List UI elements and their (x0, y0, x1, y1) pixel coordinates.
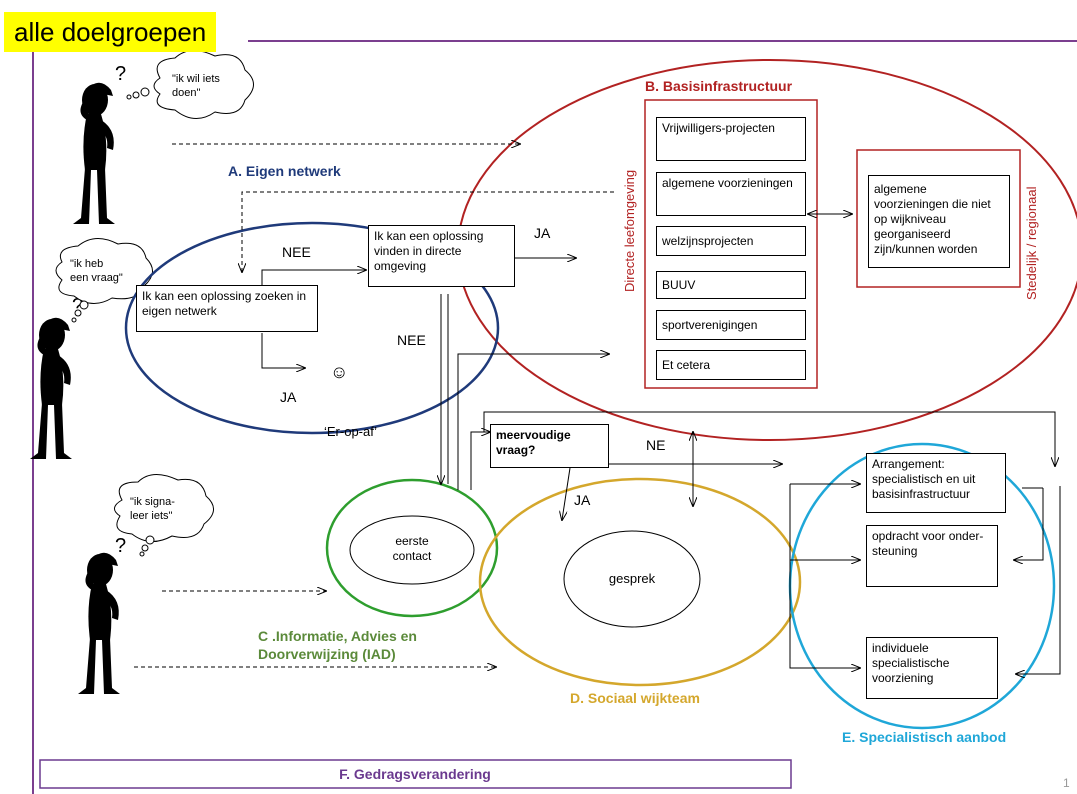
arrow-to-basis (457, 354, 609, 490)
arrow-loop-opdracht (1014, 488, 1044, 560)
page-title: alle doelgroepen (4, 12, 217, 52)
dashed-feedback-arrow (242, 191, 614, 272)
arrow-loop-individueel (1016, 486, 1061, 674)
arrow-nee-1 (261, 270, 366, 286)
label-ne: NE (646, 437, 666, 453)
box-sport: sportverenigingen (656, 310, 806, 340)
label-nee-2: NEE (397, 332, 426, 348)
label-ja-3: JA (574, 492, 591, 508)
arrow-ja-3 (562, 467, 571, 520)
stedelijk-frame (856, 149, 1021, 288)
heading-iad-line-2: Doorverwijzing (IAD) (258, 646, 396, 662)
eerste-contact-line-1: eerste (395, 534, 429, 548)
label-er-op-af: ‘Er-op-af’ (324, 424, 377, 439)
bubble-3-line-2: leer iets" (130, 510, 173, 522)
arrow-top-loop (483, 411, 1055, 466)
label-ja-1: JA (280, 389, 297, 405)
label-directe-leefomgeving: Directe leefomgeving (622, 169, 637, 292)
arrow-ja-1 (261, 333, 305, 368)
box-opdracht: opdracht voor onder-steuning (866, 525, 998, 587)
eerste-contact-text: eerste contact (350, 534, 474, 564)
bubble-2-line-1: "ik heb (70, 258, 104, 270)
bubble-2-text: "ik heb een vraag" (70, 257, 123, 285)
box-welzijn: welzijnsprojecten (656, 226, 806, 256)
gedragsverandering-frame (39, 759, 792, 789)
box-etcetera: Et cetera (656, 350, 806, 380)
heading-iad-line-1: C .Informatie, Advies en (258, 628, 417, 644)
eerste-contact-line-2: contact (392, 549, 432, 563)
box-meervoudige-vraag: meervoudige vraag? (490, 424, 609, 468)
heading-basisinfrastructuur: B. Basisinfrastructuur (645, 78, 793, 94)
smiley-icon: ☺ (330, 362, 349, 382)
thinking-figure-3-icon (78, 552, 120, 694)
sociaal-wijkteam-ellipse (478, 477, 802, 687)
gesprek-oval (563, 530, 701, 628)
bubble-1-line-1: "ik wil iets (172, 73, 220, 85)
eigen-netwerk-ellipse (124, 221, 500, 435)
arrow-to-meervoudig (470, 432, 490, 490)
thought-bubble-2 (55, 238, 153, 323)
label-nee-1: NEE (282, 244, 311, 260)
box-individueel: individuele specialistische voorziening (866, 637, 998, 699)
bubble-2-line-2: een vraag" (70, 272, 123, 284)
thinking-figure-1-icon (73, 82, 115, 224)
question-mark-3-icon: ? (115, 535, 126, 557)
eerste-contact-oval (349, 515, 475, 585)
thought-bubble-1 (126, 50, 254, 119)
arrow-to-individueel (789, 484, 860, 668)
box-vrijwilligers: Vrijwilligers-projecten (656, 117, 806, 161)
box-stedelijk: algemene voorzieningen die niet op wijkn… (868, 175, 1010, 268)
heading-gedragsverandering: F. Gedragsverandering (339, 766, 491, 782)
box-directe-omgeving: Ik kan een oplossing vinden in directe o… (368, 225, 515, 287)
heading-eigen-netwerk: A. Eigen netwerk (228, 163, 341, 179)
heading-specialistisch: E. Specialistisch aanbod (842, 729, 1007, 745)
box-buuv: BUUV (656, 271, 806, 299)
bubble-1-line-2: doen" (172, 87, 201, 99)
heading-sociaal-wijkteam: D. Sociaal wijkteam (570, 690, 700, 706)
box-eigen-netwerk: Ik kan een oplossing zoeken in eigen net… (136, 285, 318, 332)
page-number: 1 (1063, 776, 1070, 790)
gesprek-text: gesprek (608, 571, 656, 586)
thinking-figure-2-icon (30, 317, 72, 459)
bubble-3-text: "ik signa- leer iets" (130, 495, 175, 523)
label-stedelijk-regionaal: Stedelijk / regionaal (1024, 186, 1039, 300)
box-arrangement: Arrangement: specialistisch en uit basis… (866, 453, 1006, 513)
iad-ellipse (325, 478, 499, 618)
bubble-3-line-1: "ik signa- (130, 496, 175, 508)
directe-leefomgeving-frame (644, 99, 818, 389)
question-mark-1-icon: ? (115, 63, 126, 85)
label-ja-2: JA (534, 225, 551, 241)
bubble-1-text: "ik wil iets doen" (172, 72, 220, 100)
thought-bubble-3 (114, 474, 214, 557)
question-mark-2-icon: ? (72, 295, 83, 317)
box-algemene: algemene voorzieningen (656, 172, 806, 216)
